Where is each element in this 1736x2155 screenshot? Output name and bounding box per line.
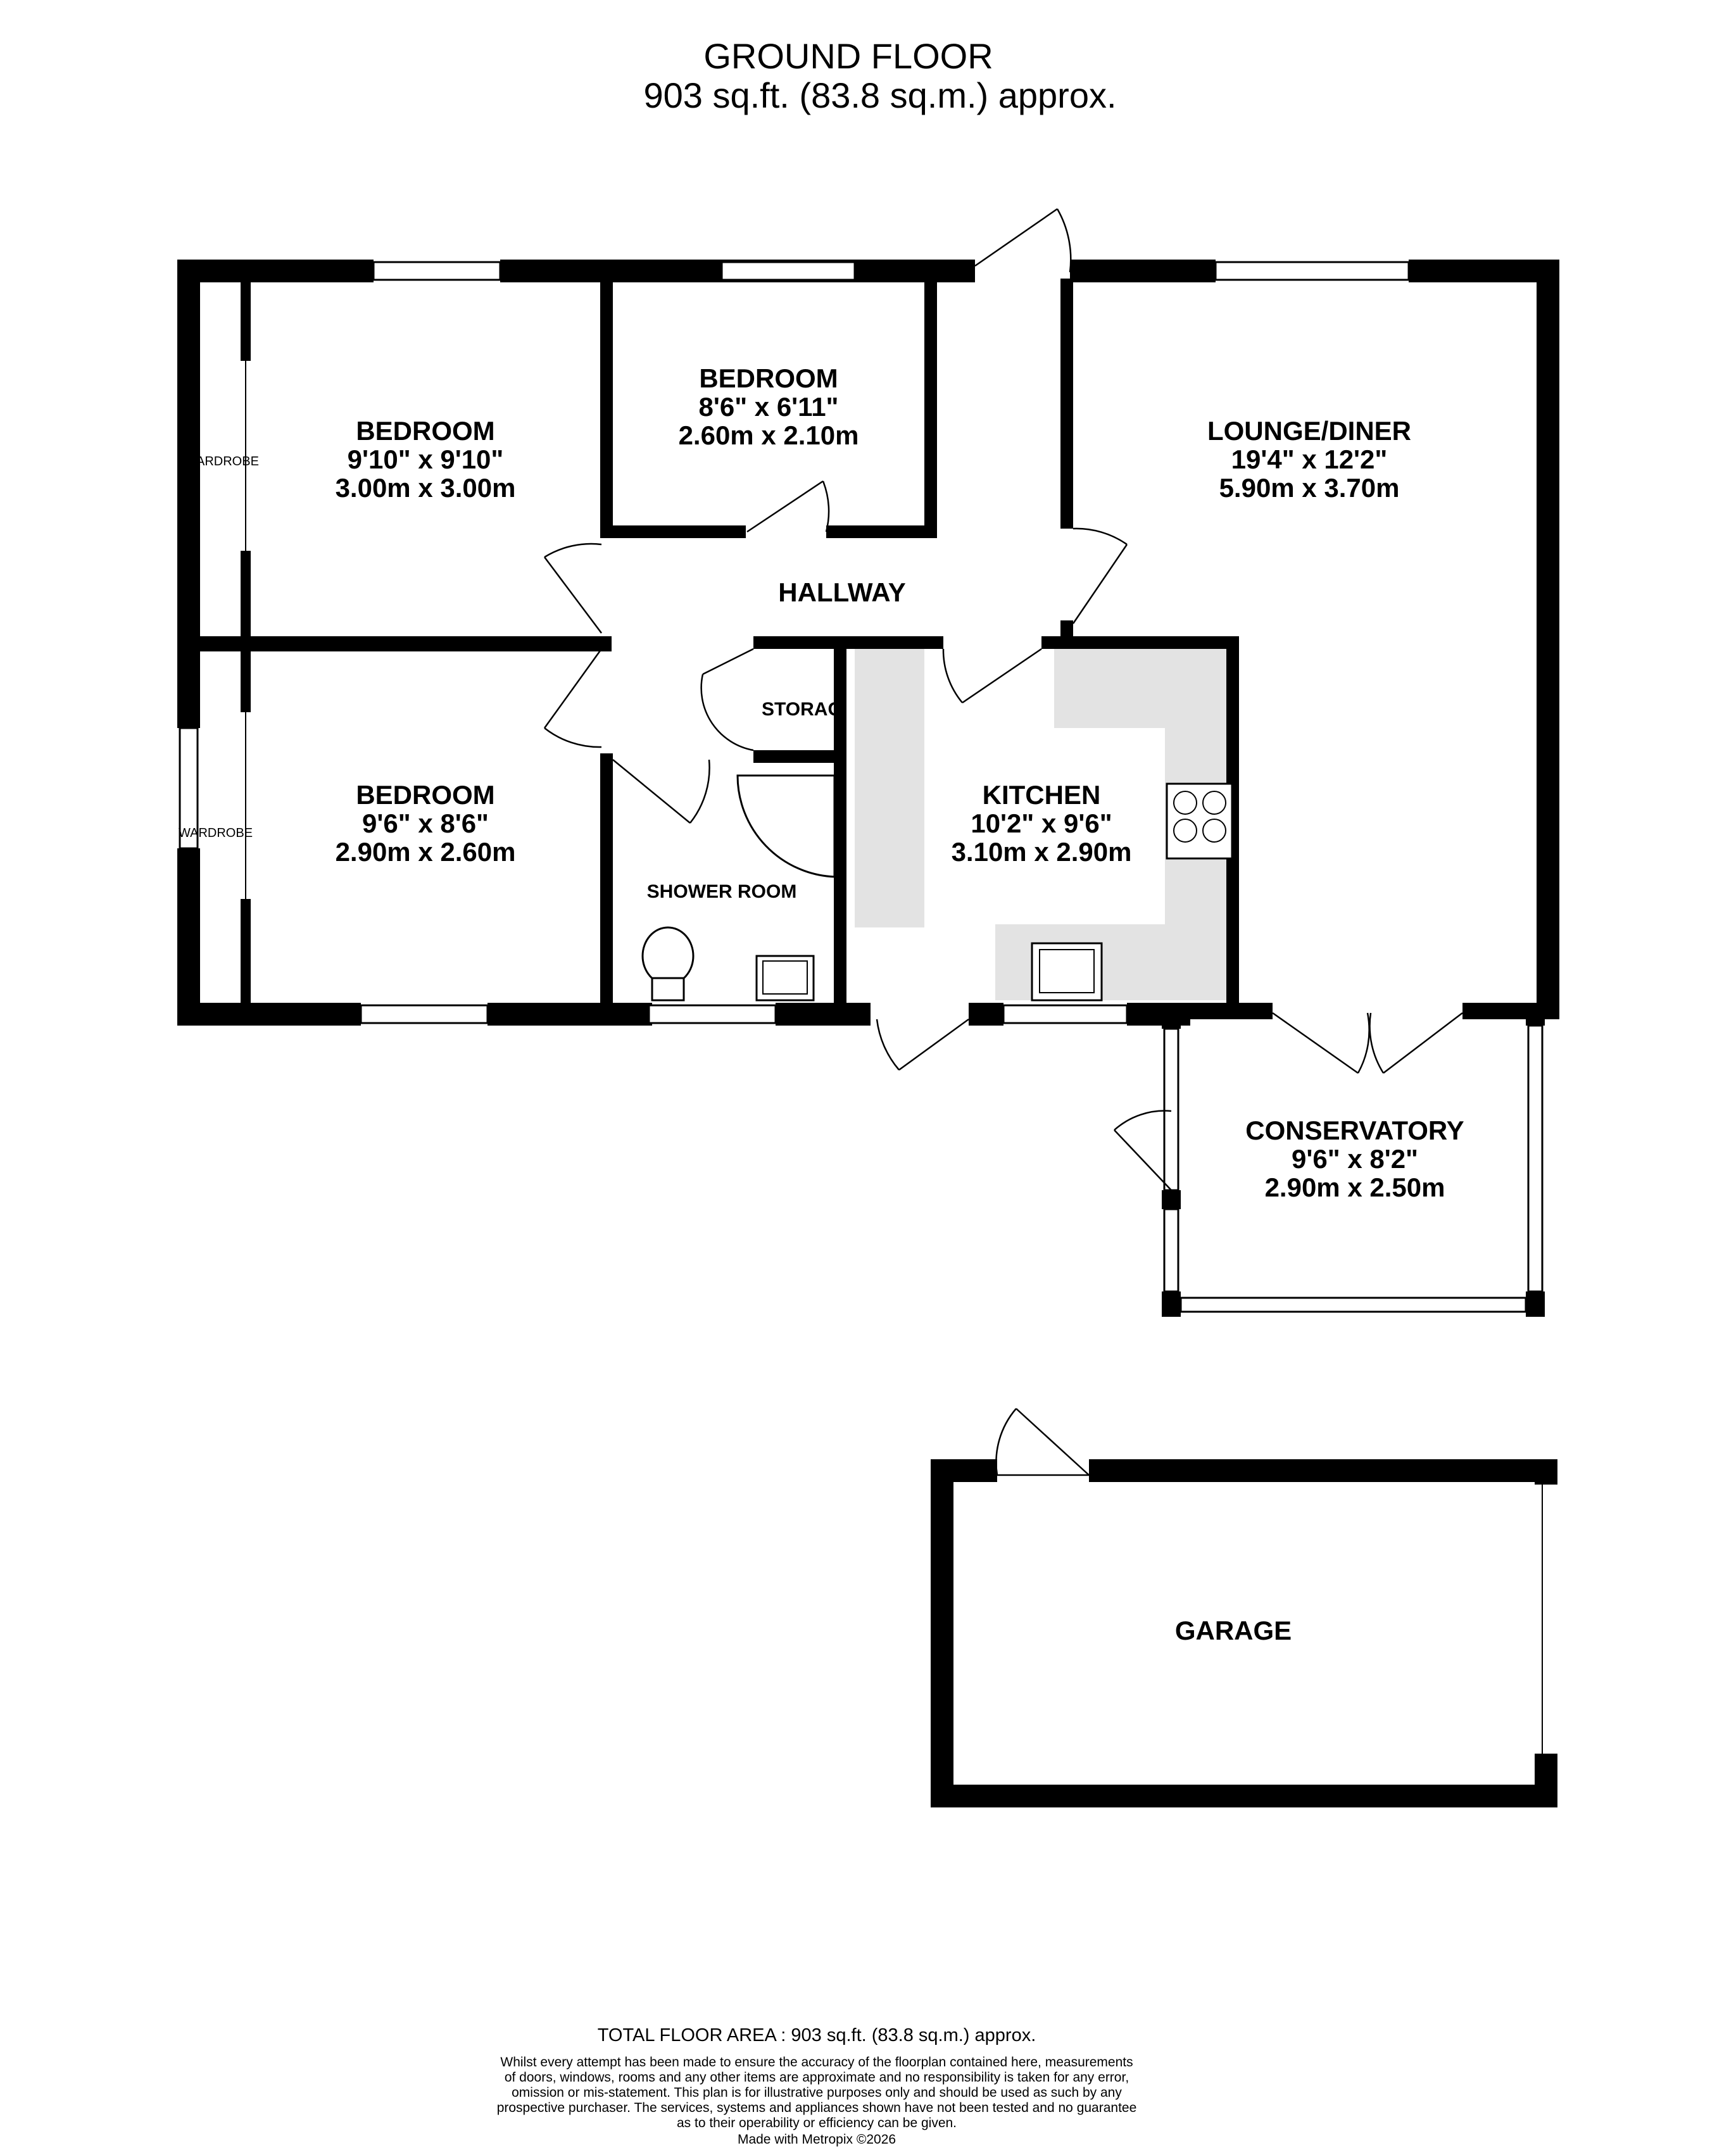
shower-tray-icon (736, 774, 836, 878)
room-bedroom-3: BEDROOM 9'6" x 8'6" 2.90m x 2.60m (336, 780, 516, 867)
wardrobe-label-1: ARDROBE (196, 455, 259, 468)
room-dim-metric: 3.10m x 2.90m (952, 837, 1132, 867)
room-name: GARAGE (1175, 1616, 1292, 1645)
room-dim-metric: 5.90m x 3.70m (1219, 473, 1400, 503)
room-dim-metric: 2.90m x 2.60m (336, 837, 516, 867)
windows (179, 261, 1544, 1313)
room-dim-imperial: 9'6" x 8'2" (1292, 1144, 1418, 1174)
room-shower-room: SHOWER ROOM (647, 881, 797, 902)
made-with: Made with Metropix ©2026 (738, 2132, 896, 2147)
room-bedroom-2: BEDROOM 8'6" x 6'11" 2.60m x 2.10m (679, 363, 859, 450)
room-lounge-diner: LOUNGE/DINER 19'4" x 12'2" 5.90m x 3.70m (1207, 416, 1411, 503)
room-name: HALLWAY (778, 577, 905, 607)
doors (543, 208, 1463, 1476)
floor-title: GROUND FLOOR (703, 36, 993, 76)
room-kitchen: KITCHEN 10'2" x 9'6" 3.10m x 2.90m (952, 780, 1132, 867)
room-dim-imperial: 10'2" x 9'6" (971, 808, 1112, 838)
room-name: CONSERVATORY (1245, 1115, 1464, 1145)
floor-area-title: 903 sq.ft. (83.8 sq.m.) approx. (643, 75, 1116, 115)
basin-icon (755, 955, 815, 1002)
disclaimer-line-5: as to their operability or efficiency ca… (677, 2116, 957, 2130)
room-garage: GARAGE (1175, 1616, 1292, 1645)
room-name: BEDROOM (356, 780, 494, 810)
kitchen-sink-icon (1031, 942, 1103, 1002)
total-floor-area: TOTAL FLOOR AREA : 903 sq.ft. (83.8 sq.m… (598, 2025, 1036, 2045)
room-dim-metric: 2.90m x 2.50m (1265, 1172, 1445, 1202)
room-dim-imperial: 8'6" x 6'11" (699, 392, 839, 422)
room-dim-metric: 2.60m x 2.10m (679, 420, 859, 450)
room-name: BEDROOM (699, 363, 838, 393)
disclaimer-line-1: Whilst every attempt has been made to en… (500, 2055, 1133, 2070)
room-dim-imperial: 9'6" x 8'6" (362, 808, 489, 838)
room-dim-imperial: 9'10" x 9'10" (348, 444, 504, 474)
room-conservatory: CONSERVATORY 9'6" x 8'2" 2.90m x 2.50m (1245, 1115, 1464, 1202)
room-name: STORAG (762, 699, 843, 720)
room-name: BEDROOM (356, 416, 494, 446)
wardrobe-label-2: WARDROBE (179, 826, 253, 840)
room-name: KITCHEN (983, 780, 1101, 810)
room-name: SHOWER ROOM (647, 881, 797, 902)
toilet-icon (641, 926, 695, 986)
room-dim-metric: 3.00m x 3.00m (336, 473, 516, 503)
garage-walls (931, 1459, 1557, 1807)
house-walls (177, 260, 1559, 1317)
fixtures (641, 774, 1233, 1002)
disclaimer-line-2: of doors, windows, rooms and any other i… (505, 2070, 1129, 2085)
room-storage: STORAG (762, 699, 843, 720)
room-name: LOUNGE/DINER (1207, 416, 1411, 446)
disclaimer-line-3: omission or mis-statement. This plan is … (512, 2085, 1122, 2100)
room-bedroom-1: BEDROOM 9'10" x 9'10" 3.00m x 3.00m (336, 416, 516, 503)
room-dim-imperial: 19'4" x 12'2" (1231, 444, 1388, 474)
disclaimer-line-4: prospective purchaser. The services, sys… (497, 2101, 1137, 2115)
room-hallway: HALLWAY (778, 577, 905, 607)
